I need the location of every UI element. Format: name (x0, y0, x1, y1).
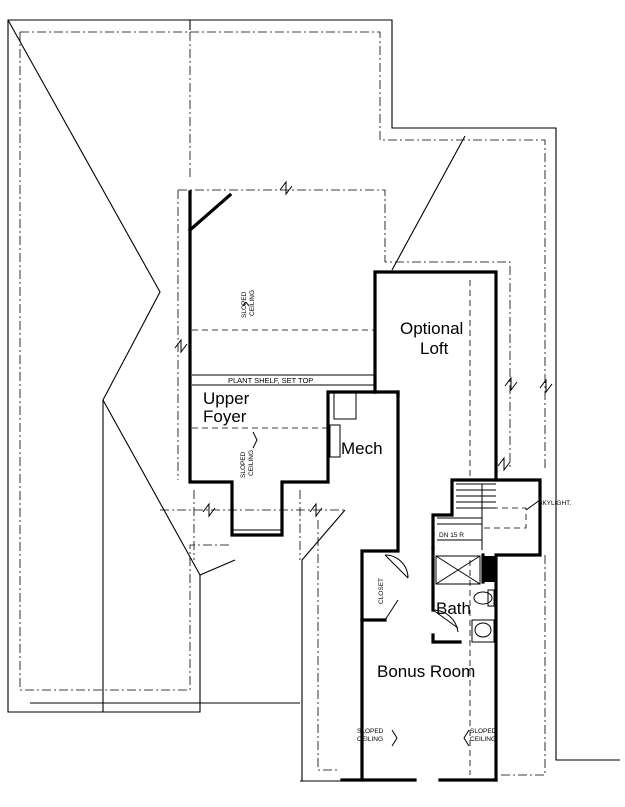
upper-foyer-label-2: Foyer (203, 407, 247, 426)
plant-shelf-note: PLANT SHELF, SET TOP (228, 376, 313, 385)
interior-lines (192, 280, 541, 775)
sloped-ceiling-note-4: SLOPED CEILING (470, 728, 497, 743)
room-labels: Optional Loft Upper Foyer Mech Bath Bonu… (203, 319, 475, 681)
break-marks (174, 180, 553, 518)
optional-loft-label-1: Optional (400, 319, 463, 338)
svg-text:CEILING: CEILING (470, 736, 496, 743)
bonus-room-label: Bonus Room (377, 662, 475, 681)
svg-text:SLOPED: SLOPED (470, 728, 497, 735)
arrow-icon (463, 729, 470, 747)
arrow-icon (252, 431, 258, 449)
optional-loft-label-2: Loft (420, 339, 449, 358)
svg-text:CEILING: CEILING (249, 290, 256, 316)
sloped-ceiling-note-2: SLOPED CEILING (240, 450, 255, 478)
mech-label: Mech (341, 439, 383, 458)
notes: PLANT SHELF, SET TOP SKYLIGHT. DN 15 R S… (228, 290, 571, 747)
arrow-icon (391, 729, 398, 747)
upper-foyer-label-1: Upper (203, 389, 250, 408)
skylight-note: SKYLIGHT. (538, 500, 571, 507)
svg-text:CEILING: CEILING (248, 450, 255, 476)
stair-treads (437, 483, 496, 550)
arrow-icon (242, 301, 250, 307)
stair-note: DN 15 R (439, 532, 464, 539)
closet-label: CLOSET (378, 578, 385, 604)
svg-text:SLOPED: SLOPED (357, 728, 384, 735)
bath-label: Bath (436, 599, 471, 618)
eave-lines (19, 31, 546, 776)
roof-outline (7, 19, 620, 782)
walls (187, 190, 542, 782)
sloped-ceiling-note-3: SLOPED CEILING (357, 728, 384, 743)
svg-text:SLOPED: SLOPED (240, 451, 247, 478)
sloped-ceiling-note-1: SLOPED CEILING (241, 290, 256, 318)
svg-text:CEILING: CEILING (357, 736, 383, 743)
